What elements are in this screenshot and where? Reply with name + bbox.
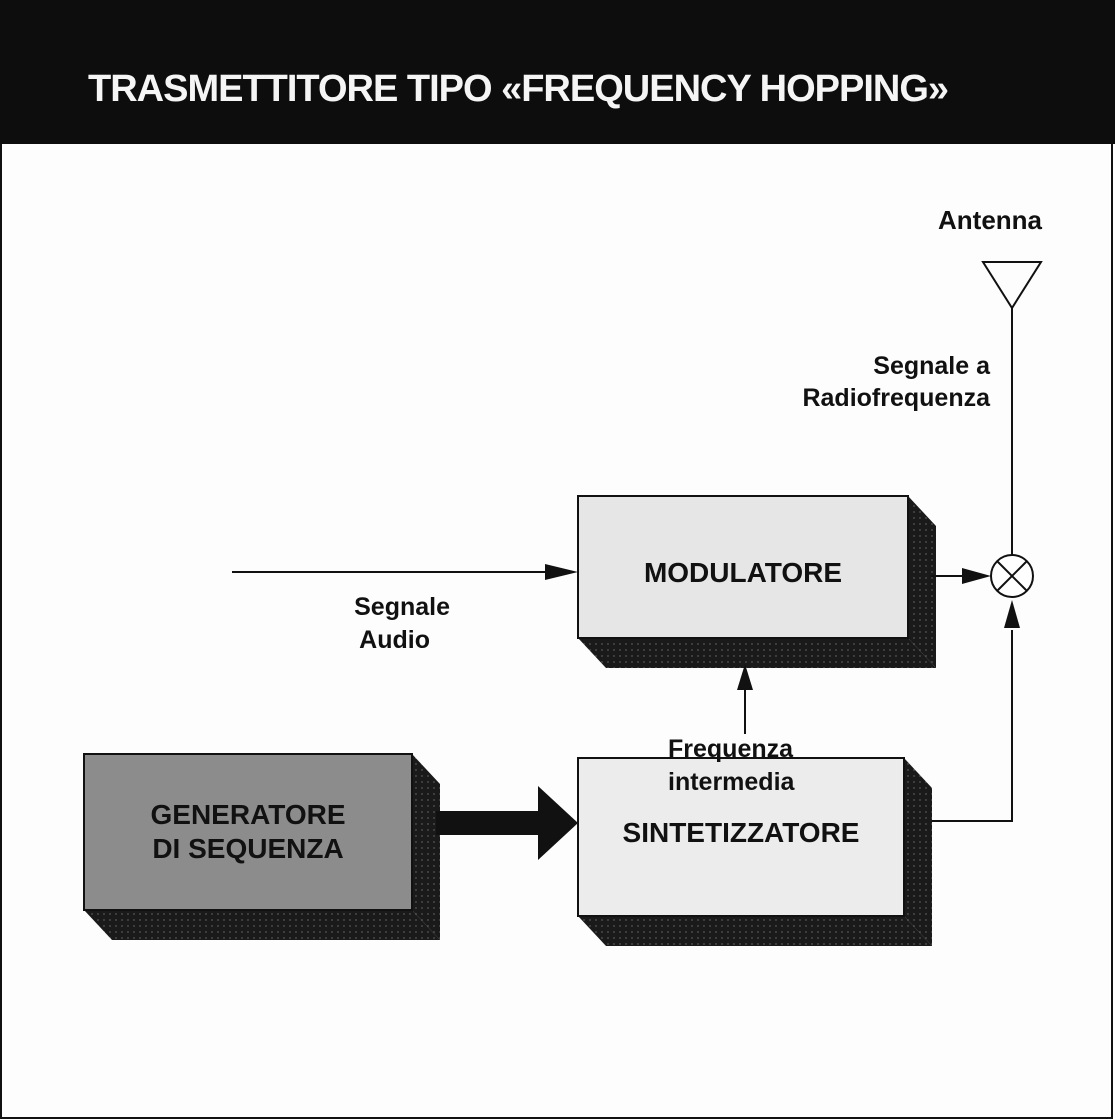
rf-signal-label-line1: Segnale a: [873, 352, 990, 380]
rf-signal-label-line2: Radiofrequenza: [802, 384, 990, 412]
modulator-to-mixer-arrow: [930, 568, 991, 584]
mixer-symbol: [990, 554, 1034, 598]
sequence-to-synthesizer-arrow: [436, 786, 578, 860]
if-label-line1: Frequenza: [668, 735, 794, 763]
if-label-line2: intermedia: [668, 768, 795, 796]
synthesizer-to-mixer-arrow: [930, 600, 1020, 822]
generatore-block: [83, 753, 440, 940]
antenna-label: Antenna: [938, 205, 1042, 235]
intermediate-frequency-arrow: [737, 664, 753, 734]
modulatore-label: MODULATORE: [643, 557, 843, 588]
generatore-label-line2: DI SEQUENZA: [152, 833, 344, 864]
audio-signal-label-line2: Audio: [359, 626, 430, 654]
antenna-symbol: [981, 261, 1043, 560]
diagram-title: TRASMETTITORE TIPO «FREQUENCY HOPPING»: [88, 68, 949, 110]
audio-signal-label-line1: Segnale: [354, 593, 450, 621]
audio-input-arrow: [232, 564, 578, 580]
header-bar: TRASMETTITORE TIPO «FREQUENCY HOPPING»: [0, 0, 1115, 144]
sintetizzatore-block: [577, 757, 932, 946]
generatore-label-line1: GENERATORE: [150, 799, 346, 830]
sintetizzatore-label: SINTETIZZATORE: [622, 817, 860, 848]
modulatore-block: [577, 495, 936, 668]
